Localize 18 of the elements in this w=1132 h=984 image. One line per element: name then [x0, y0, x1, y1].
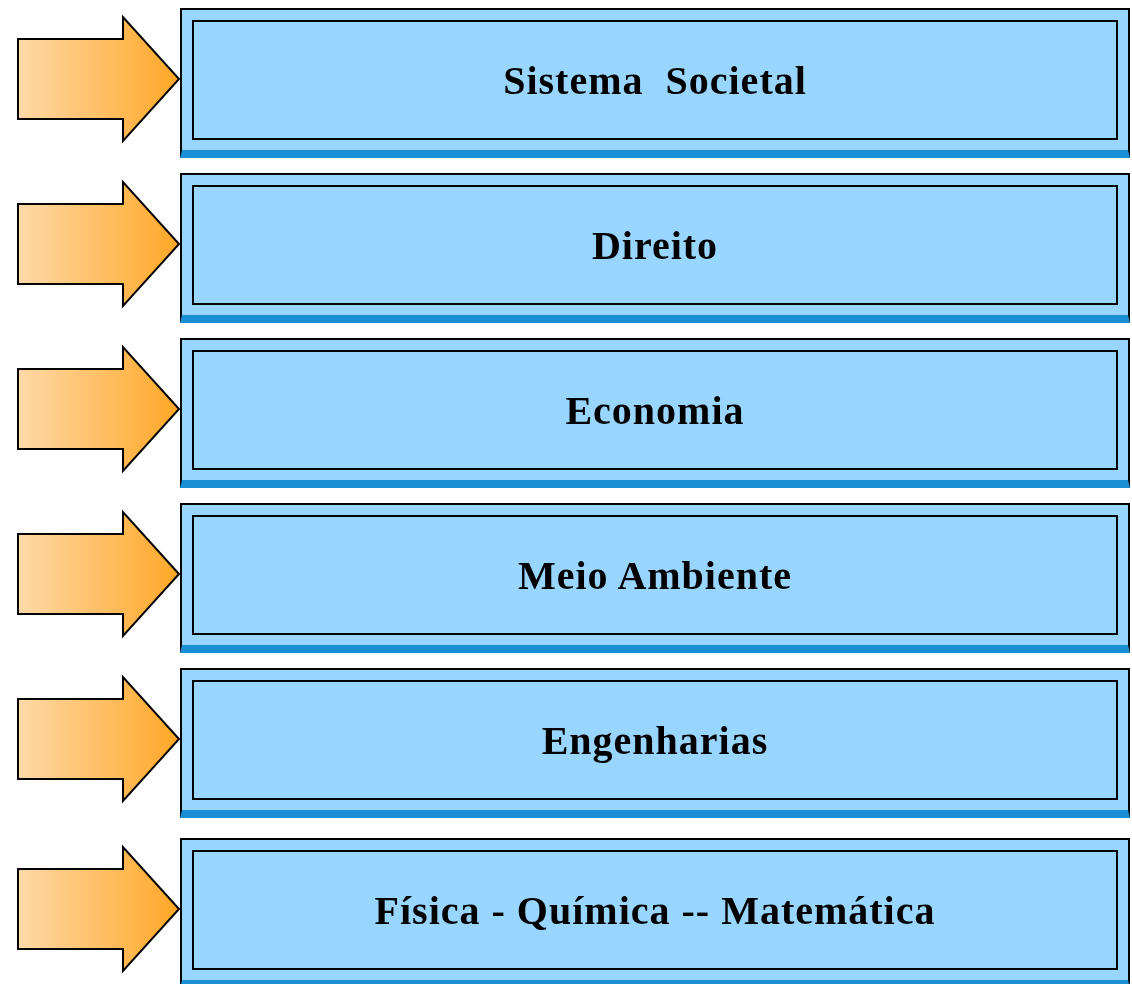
block-arrow — [17, 844, 181, 974]
text-box — [180, 503, 1130, 653]
text-box — [180, 838, 1130, 984]
text-box — [180, 173, 1130, 323]
block-arrow — [17, 344, 181, 474]
block-arrow — [17, 14, 181, 144]
box-label: Direito — [591, 221, 719, 269]
box-label: Engenharias — [541, 716, 769, 764]
box-label: Sistema Societal — [503, 56, 807, 104]
block-arrow — [17, 509, 181, 639]
box-label: Meio Ambiente — [517, 551, 793, 599]
block-arrow — [17, 674, 181, 804]
block-arrow — [17, 179, 181, 309]
box-label: Economia — [565, 386, 745, 434]
text-box — [180, 8, 1130, 158]
box-label: Física - Química -- Matemática — [374, 886, 936, 934]
text-box — [180, 338, 1130, 488]
text-box — [180, 668, 1130, 818]
